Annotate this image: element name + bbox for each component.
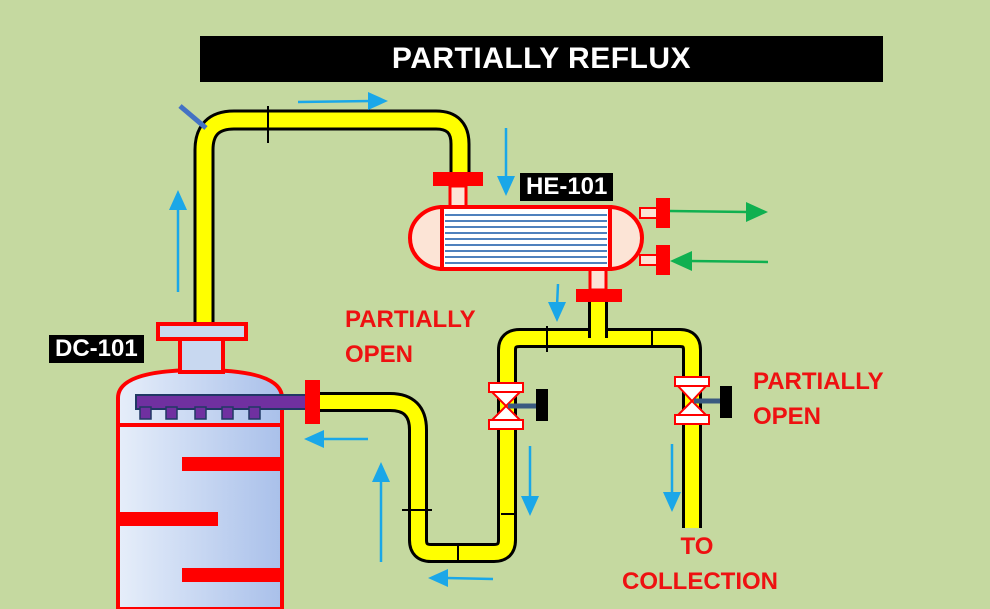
- arrow-icon: [521, 446, 539, 516]
- reflux-inlet-flange: [305, 380, 320, 424]
- arrow-icon: [304, 430, 368, 448]
- coolant-inlet-flange: [656, 245, 670, 275]
- column-tag: DC-101: [49, 335, 144, 363]
- arrow-icon: [428, 569, 494, 587]
- arrow-icon: [297, 92, 388, 110]
- valve-left-note: PARTIALLY OPEN: [345, 306, 476, 368]
- exchanger-inlet-flange: [433, 172, 483, 186]
- arrow-icon: [372, 462, 390, 562]
- tray: [182, 568, 282, 582]
- column-top-flange: [156, 322, 248, 341]
- exchanger-outlet-flange: [576, 289, 622, 302]
- arrow-icon: [669, 202, 768, 222]
- heat-exchanger: [408, 172, 670, 302]
- vapour-line: [193, 106, 471, 330]
- arrow-icon: [663, 444, 681, 512]
- diagram-title: PARTIALLY REFLUX: [200, 36, 883, 82]
- tray: [182, 457, 282, 471]
- arrow-icon: [497, 128, 515, 196]
- gate-valve-icon[interactable]: [488, 382, 548, 430]
- coolant-outlet-flange: [656, 198, 670, 228]
- valve-right-note: PARTIALLY OPEN: [753, 368, 884, 430]
- exchanger-tag: HE-101: [520, 173, 614, 201]
- tray: [118, 512, 218, 526]
- reflux-line: [320, 300, 702, 563]
- vent-nozzle: [178, 104, 208, 130]
- gate-valve-icon[interactable]: [674, 376, 732, 425]
- arrow-icon: [548, 283, 566, 322]
- destination-note: TO COLLECTION: [622, 533, 778, 595]
- distillation-column: [116, 322, 320, 609]
- arrow-icon: [169, 190, 187, 292]
- arrow-icon: [670, 251, 769, 271]
